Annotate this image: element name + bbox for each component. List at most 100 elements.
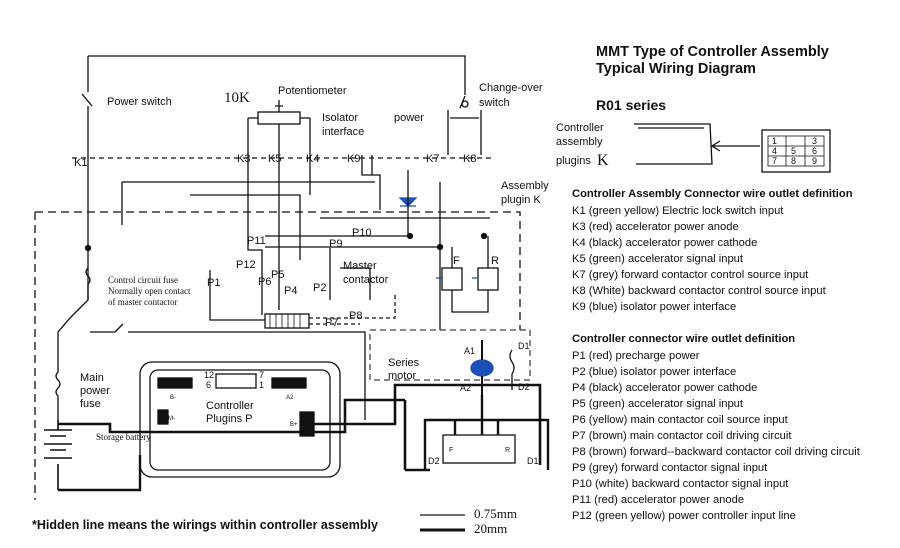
b-minus-terminal (157, 377, 193, 389)
potentiometer-wires (247, 117, 311, 155)
main-fuse-icon (55, 360, 61, 420)
a2-label: A2 (460, 383, 471, 393)
pin12-label: 12 (204, 370, 214, 380)
series-motor-box (369, 329, 531, 381)
assembly-connector-item: K3 (red) accelerator power anode (572, 221, 739, 233)
series-motor-label-2: motor (388, 370, 416, 382)
plug-k-label-1: Controller (556, 122, 604, 134)
assembly-connector-item: K4 (black) accelerator power cathode (572, 237, 758, 249)
plug-k-letter: K (597, 152, 609, 169)
series-motor-label-1: Series (388, 357, 420, 369)
assembly-box-top (35, 211, 521, 330)
b-minus-label: B- (170, 395, 176, 401)
assembly-connector-item: K7 (grey) forward contactor control sour… (572, 269, 809, 281)
controller-connector-item: P11 (red) accelerator power anode (572, 494, 745, 506)
power-wire-2 (403, 400, 430, 472)
fuse-wire (57, 284, 89, 360)
p2-label: P2 (313, 282, 326, 294)
plug-k-pin: 4 (772, 146, 777, 156)
b-plus-label: B+ (290, 422, 298, 428)
pin1-label: 1 (259, 380, 264, 390)
controller-plug-pins (269, 314, 301, 328)
plug-k-pin: 3 (812, 136, 817, 146)
controller-connector-item: P6 (yellow) main contactor coil source i… (572, 414, 788, 426)
main-fuse-label-3: fuse (80, 398, 101, 410)
plug-k-arrow (710, 140, 760, 152)
battery-negative-wire (58, 455, 142, 492)
changeover-wires (447, 125, 482, 155)
controller-connector-item: P9 (grey) forward contactor signal input (572, 462, 768, 474)
plug-k-pin: 6 (812, 146, 817, 156)
controller-body (139, 361, 341, 478)
isolator-label-2: interface (322, 126, 364, 138)
potentiometer-to-controller (247, 155, 311, 315)
potentiometer-wiper (275, 100, 283, 112)
k4-label: K4 (306, 153, 319, 165)
m-minus-terminal (157, 409, 169, 425)
top-wire (88, 55, 466, 95)
controller-connector (215, 373, 257, 389)
a2-terminal (271, 377, 307, 389)
a1-label: A1 (464, 346, 475, 356)
d2-label: D2 (518, 382, 530, 392)
legend-thin-label: 0.75mm (474, 506, 517, 521)
k9-wire (361, 155, 381, 210)
plug-k-shell (634, 123, 713, 165)
p12-label: P12 (236, 259, 256, 271)
changeover-pivot (461, 100, 469, 108)
plug-k-label-2: assembly (556, 136, 603, 148)
p9-label: P9 (329, 238, 342, 250)
assembly-connector-item: K9 (blue) isolator power interface (572, 301, 737, 313)
p4-label: P4 (284, 285, 297, 297)
p10-label: P10 (352, 227, 372, 239)
r-label: R (491, 255, 499, 267)
d1b-label: D1 (527, 456, 539, 466)
fr-contactor-box (442, 434, 516, 464)
controller-connector-item: P7 (brown) main contactor coil driving c… (572, 430, 792, 442)
controller-connector-item: P10 (white) backward contactor signal in… (572, 478, 789, 490)
r-coil (477, 267, 499, 291)
title-line-1: MMT Type of Controller Assembly (596, 44, 829, 60)
k7-label: K7 (426, 153, 439, 165)
pin7-label: 7 (259, 370, 264, 380)
power-switch-label: Power switch (107, 96, 172, 108)
field-winding-icon (509, 349, 515, 390)
k3-label: K3 (237, 153, 250, 165)
controller-connector-item: P1 (red) precharge power (572, 350, 700, 362)
fuse-label-2: Normally open contact (108, 286, 191, 296)
main-contact-wire (90, 323, 366, 420)
main-fuse-label-2: power (80, 385, 110, 397)
diagram-title: MMT Type of Controller Assembly Typical … (596, 44, 829, 78)
controller-connector-item: P12 (green yellow) power controller inpu… (572, 510, 796, 522)
changeover-label-2: switch (479, 97, 510, 109)
legend-thick-label: 20mm (474, 521, 508, 536)
master-label-1: Master (343, 260, 377, 272)
m-minus-label: M- (168, 416, 175, 422)
power-label: power (394, 112, 424, 124)
power-wire-1 (58, 398, 405, 434)
f-label: F (453, 255, 460, 267)
controller-connector-item: P5 (green) accelerator signal input (572, 398, 744, 410)
assembly-connector-heading: Controller Assembly Connector wire outle… (572, 188, 853, 200)
a2-term-label: A2 (286, 395, 294, 401)
p8-wire (309, 295, 396, 319)
p6-label: P6 (258, 276, 271, 288)
assembly-plugin-label-1: Assembly (501, 180, 549, 192)
main-fuse-label-1: Main (80, 372, 104, 384)
internal-wires (121, 181, 441, 330)
coil-wires (451, 236, 489, 313)
plug-k-pin: 8 (791, 156, 796, 166)
hidden-line-note: *Hidden line means the wirings within co… (32, 518, 378, 532)
master-contactor-wires (329, 248, 371, 300)
plug-k-face (761, 129, 831, 173)
p7-label: P7 (325, 317, 338, 329)
controller-connector-definitions: Controller connector wire outlet definit… (572, 331, 892, 524)
fr-contactor-wires (423, 395, 550, 470)
potentiometer-body (257, 111, 301, 125)
assembly-connector-item: K8 (White) backward contactor control so… (572, 285, 826, 297)
battery-icon (44, 420, 72, 490)
plug-k-pin: 9 (812, 156, 817, 166)
plug-k-pin: 7 (772, 156, 777, 166)
junction-dot (480, 232, 488, 240)
